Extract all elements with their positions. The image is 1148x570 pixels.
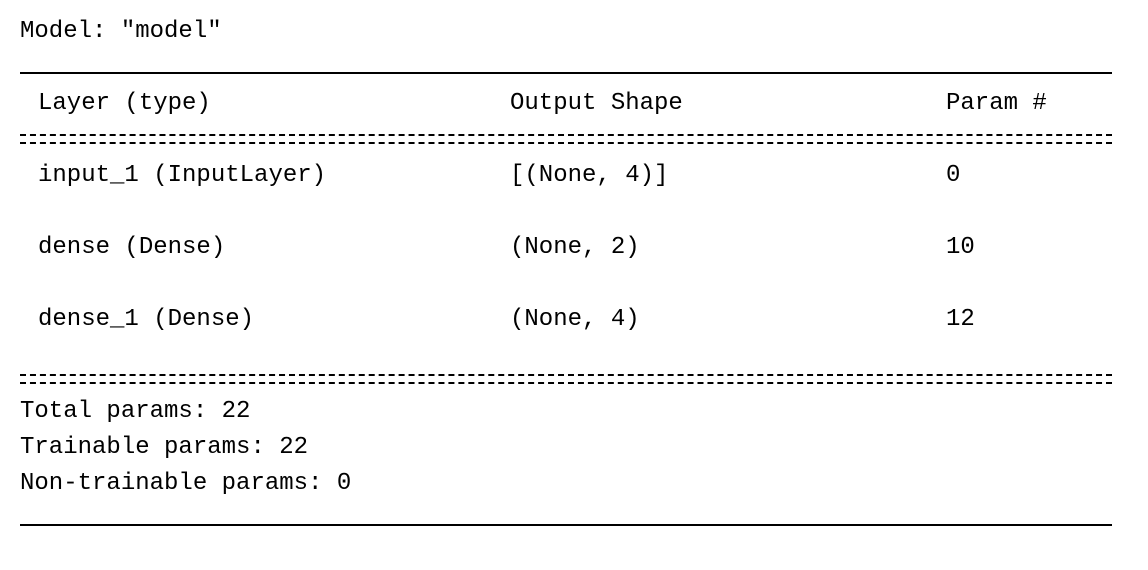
top-rule — [20, 72, 1112, 74]
header-double-rule-spacer — [20, 122, 1112, 158]
bottom-double-rule-spacer — [20, 374, 1112, 394]
row-output-shape: (None, 4) — [510, 306, 640, 333]
row-param: 0 — [946, 162, 961, 189]
row-layer: dense_1 (Dense) — [38, 306, 255, 333]
top-rule-spacer — [20, 50, 1112, 86]
final-rule — [20, 524, 1112, 526]
table-row: input_1 (InputLayer) [(None, 4)] 0 — [20, 158, 1112, 230]
table-row: dense (Dense) (None, 2) 10 — [20, 230, 1112, 302]
table-row: dense_1 (Dense) (None, 4) 12 — [20, 302, 1112, 374]
row-layer: dense (Dense) — [38, 234, 226, 261]
header-param: Param # — [946, 90, 1047, 117]
header-layer: Layer (type) — [38, 90, 211, 117]
non-trainable-params: Non-trainable params: 0 — [20, 470, 352, 497]
header-double-rule — [20, 134, 1112, 144]
table-header: Layer (type) Output Shape Param # — [20, 86, 1112, 122]
model-summary: Model: "model" Layer (type) Output Shape… — [20, 14, 1112, 538]
row-output-shape: (None, 2) — [510, 234, 640, 261]
row-layer: input_1 (InputLayer) — [38, 162, 327, 189]
header-output-shape: Output Shape — [510, 90, 683, 117]
row-output-shape: [(None, 4)] — [510, 162, 669, 189]
bottom-double-rule — [20, 374, 1112, 384]
row-param: 10 — [946, 234, 975, 261]
model-title: Model: "model" — [20, 18, 222, 45]
trainable-params: Trainable params: 22 — [20, 434, 309, 461]
final-rule-spacer — [20, 502, 1112, 538]
total-params: Total params: 22 — [20, 398, 251, 425]
row-param: 12 — [946, 306, 975, 333]
